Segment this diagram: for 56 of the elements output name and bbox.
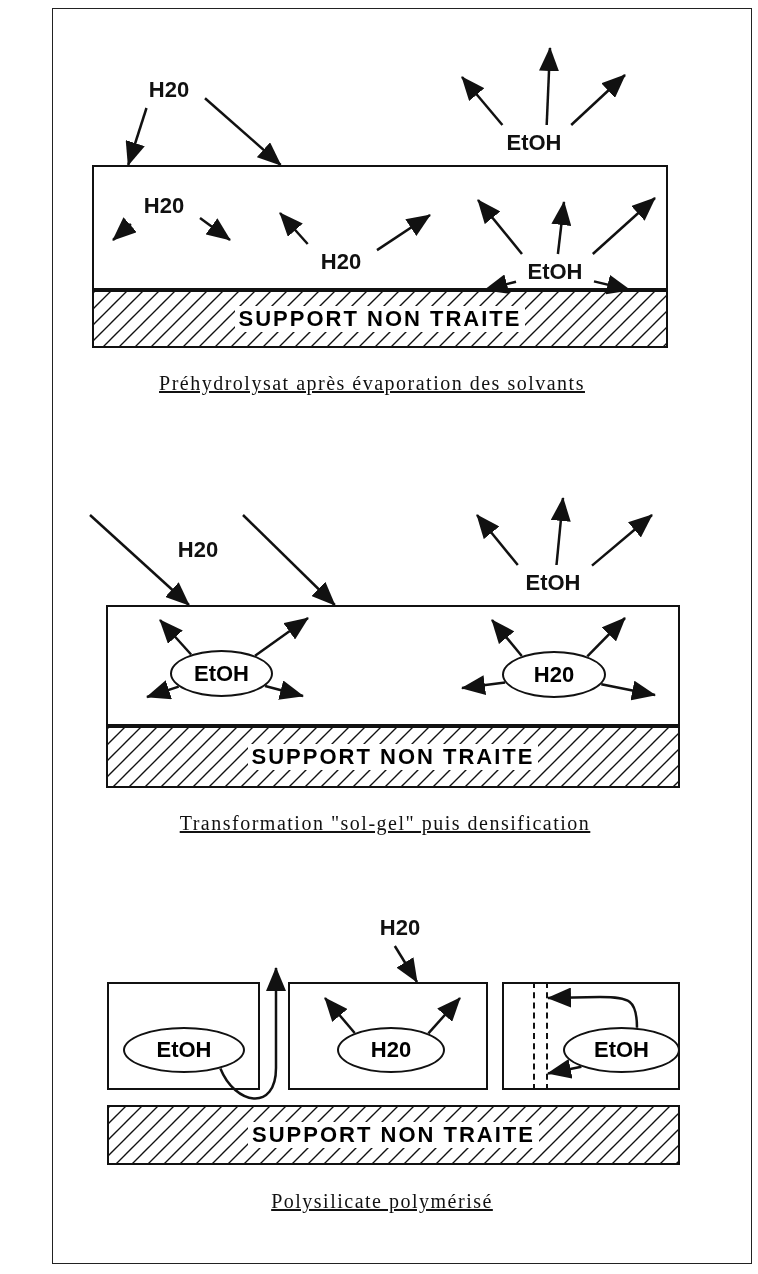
arrow: [476, 514, 519, 566]
arrow: [591, 514, 653, 567]
molecule-label: H20: [167, 537, 229, 563]
arrow: [491, 619, 523, 657]
arrow: [89, 514, 190, 606]
arrow: [461, 675, 506, 695]
molecule-label: EtOH: [519, 570, 587, 596]
arrow: [551, 201, 572, 255]
arrow: [550, 497, 571, 566]
molecule-bubble: H20: [337, 1027, 445, 1073]
arrow: [586, 617, 626, 658]
molecule-label: H20: [310, 249, 372, 275]
arrow: [125, 107, 148, 166]
coating-layer: [92, 165, 668, 290]
arrow: [591, 197, 656, 255]
arrow: [539, 47, 559, 126]
arrow: [547, 1059, 582, 1079]
caption: Polysilicate polymérisé: [271, 1190, 493, 1213]
molecule-bubble: EtOH: [563, 1027, 680, 1073]
molecule-label: EtOH: [500, 130, 568, 156]
arrow: [427, 997, 461, 1035]
coating-layer: [107, 982, 260, 1090]
coating-layer: [106, 605, 680, 726]
arrow: [146, 680, 180, 700]
molecule-label: EtOH: [521, 259, 589, 285]
molecule-label: H20: [133, 193, 195, 219]
molecule-bubble: EtOH: [170, 650, 273, 697]
substrate-layer: SUPPORT NON TRAITE: [106, 726, 680, 788]
arrow: [461, 76, 504, 126]
coating-layer: [288, 982, 488, 1090]
molecule-label: H20: [368, 915, 432, 941]
arrow: [254, 617, 309, 657]
arrow: [477, 199, 523, 255]
coating-layer: [502, 982, 680, 1090]
molecule-bubble: EtOH: [123, 1027, 245, 1073]
molecule-label: H20: [138, 77, 200, 103]
arrow: [376, 213, 431, 252]
arrow: [199, 217, 231, 241]
arrow: [324, 997, 356, 1034]
substrate-layer: SUPPORT NON TRAITE: [107, 1105, 680, 1165]
arrow: [279, 212, 309, 245]
molecule-bubble: H20: [502, 651, 606, 698]
caption: Transformation "sol-gel" puis densification: [179, 812, 591, 835]
arrow: [219, 967, 286, 1100]
arrow: [204, 97, 282, 166]
arrow: [570, 74, 626, 126]
arrow: [393, 945, 419, 983]
dashed-channel: [533, 982, 548, 1090]
arrow: [264, 680, 304, 700]
arrow: [112, 217, 137, 241]
caption: Préhydrolysat après évaporation des solvants: [159, 372, 585, 395]
substrate-layer: SUPPORT NON TRAITE: [92, 290, 668, 348]
arrow: [242, 514, 336, 606]
arrow: [547, 987, 639, 1028]
arrow: [601, 680, 656, 701]
arrow: [159, 619, 193, 656]
